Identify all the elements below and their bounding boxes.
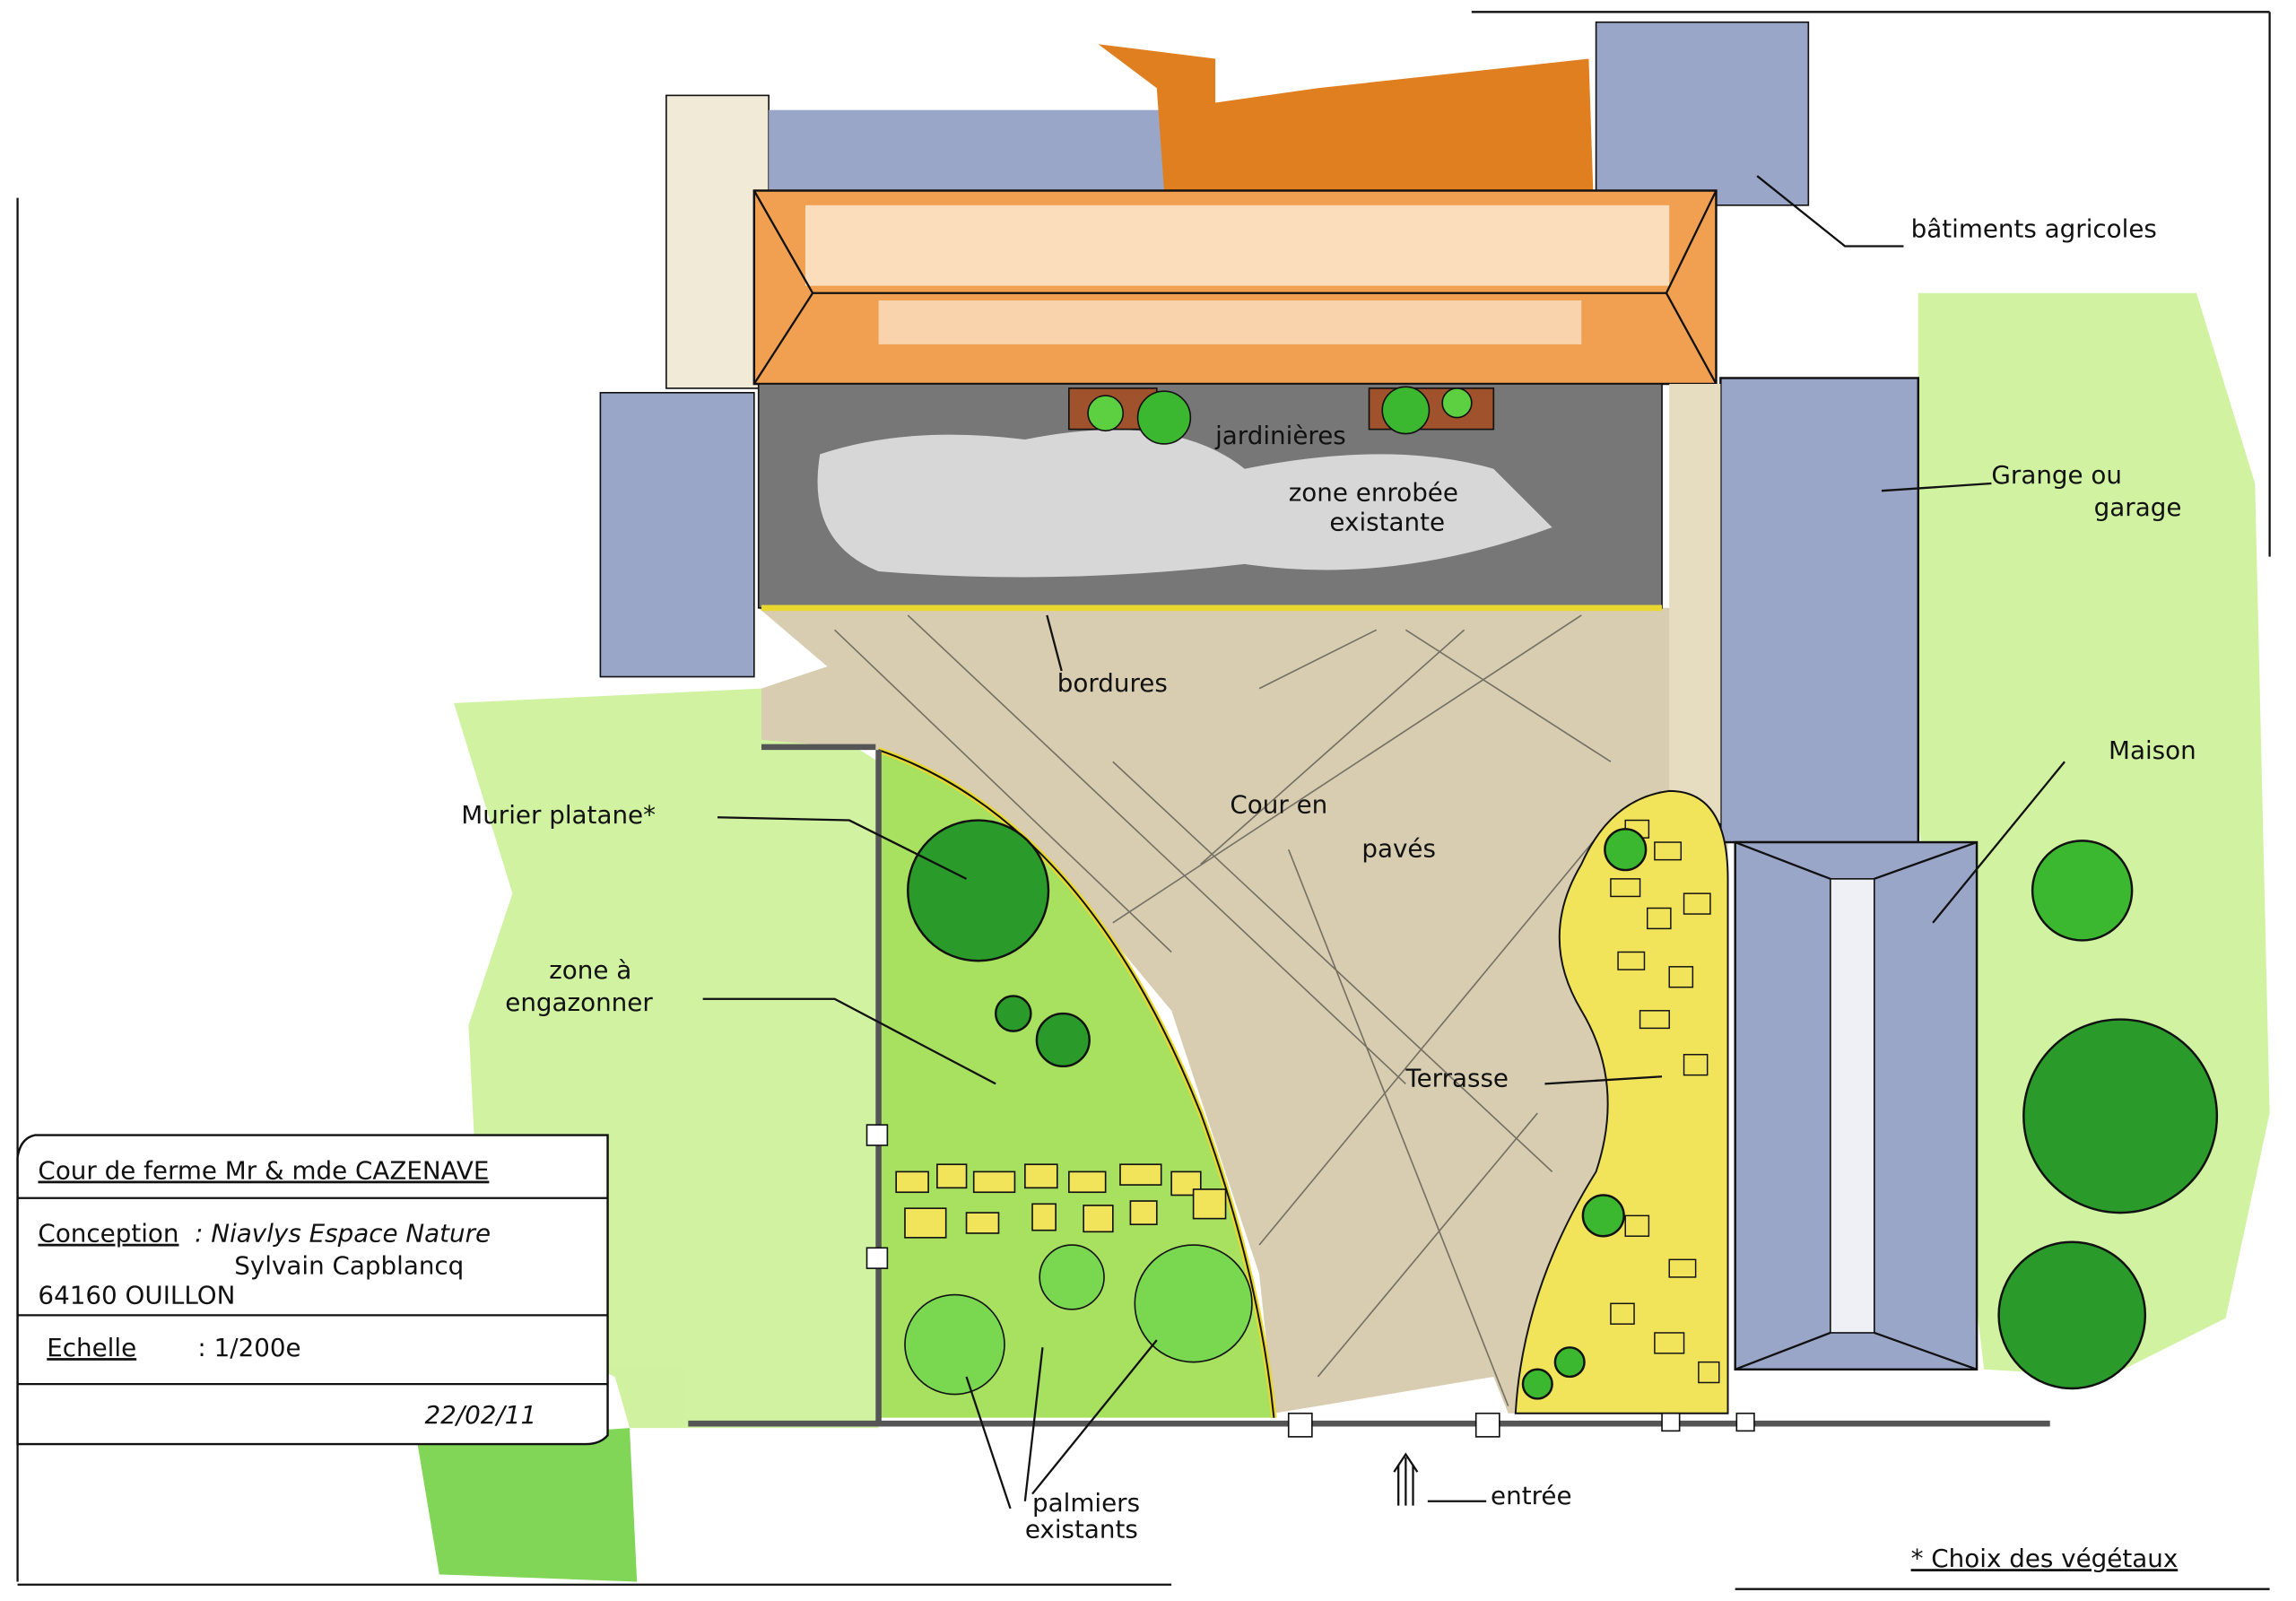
entrance-arrow-icon [1393, 1452, 1419, 1506]
barn-garage [1719, 377, 1919, 844]
trees [907, 819, 2219, 1400]
gate-posts [865, 1124, 1755, 1438]
tree-icon [2031, 840, 2134, 942]
leader-lines [702, 175, 2066, 1510]
label-zone-a: zone à [549, 955, 631, 985]
terrace-stones [1610, 819, 1720, 1384]
conception-label: Conception [38, 1219, 178, 1249]
label-palmiers: palmiers [1032, 1488, 1140, 1518]
label-bordures: bordures [1057, 668, 1168, 698]
paved-courtyard [758, 607, 1728, 1414]
agricultural-building-roof [752, 189, 1718, 386]
scale-label: Echelle [47, 1333, 136, 1362]
palm-trees [904, 1244, 1253, 1396]
mulberry-tree-icon [907, 819, 1050, 962]
plan-labels: bâtiments agricoles jardinières zone enr… [461, 214, 2196, 1573]
title-block: Cour de ferme Mr & mde CAZENAVE Concepti… [16, 1134, 609, 1446]
palm-icon [1134, 1244, 1253, 1363]
label-maison: Maison [2109, 735, 2196, 765]
label-choix-vegetaux: * Choix des végétaux [1911, 1544, 2179, 1573]
stepping-stones [895, 1163, 1227, 1239]
label-garage: garage [2094, 492, 2182, 522]
label-engazonner: engazonner [505, 988, 653, 1017]
label-paves: pavés [1361, 833, 1436, 863]
address: 64160 OUILLON [38, 1280, 235, 1310]
label-entree: entrée [1491, 1481, 1571, 1510]
planters [1068, 386, 1495, 445]
label-existants: existants [1025, 1515, 1138, 1544]
label-zone-enrobee: zone enrobée [1289, 478, 1458, 508]
tree-icon [1997, 1240, 2147, 1390]
tree-icon [2022, 1018, 2219, 1214]
terrace [1514, 789, 1729, 1414]
project-title: Cour de ferme Mr & mde CAZENAVE [38, 1156, 489, 1186]
house-roof [1734, 840, 1979, 1371]
paving-hatching [834, 614, 1612, 1406]
label-batiments-agricoles: bâtiments agricoles [1911, 214, 2157, 244]
palm-icon [904, 1293, 1005, 1396]
scale-value: : 1/200e [197, 1333, 300, 1362]
label-terrasse: Terrasse [1405, 1064, 1509, 1093]
label-existante: existante [1329, 507, 1445, 536]
palm-icon [1039, 1244, 1105, 1310]
boundary-walls [688, 744, 2050, 1427]
left-building [599, 391, 755, 678]
label-cour: Cour en [1230, 789, 1327, 819]
conception-value: : Niavlys Espace Nature [195, 1219, 491, 1249]
designer-name: Sylvain Capblancq [234, 1251, 464, 1281]
date: 22/02/11 [424, 1400, 536, 1430]
label-jardinieres: jardinières [1214, 421, 1346, 450]
label-grange: Grange ou [1991, 460, 2122, 490]
label-murier: Murier platane* [461, 800, 656, 830]
